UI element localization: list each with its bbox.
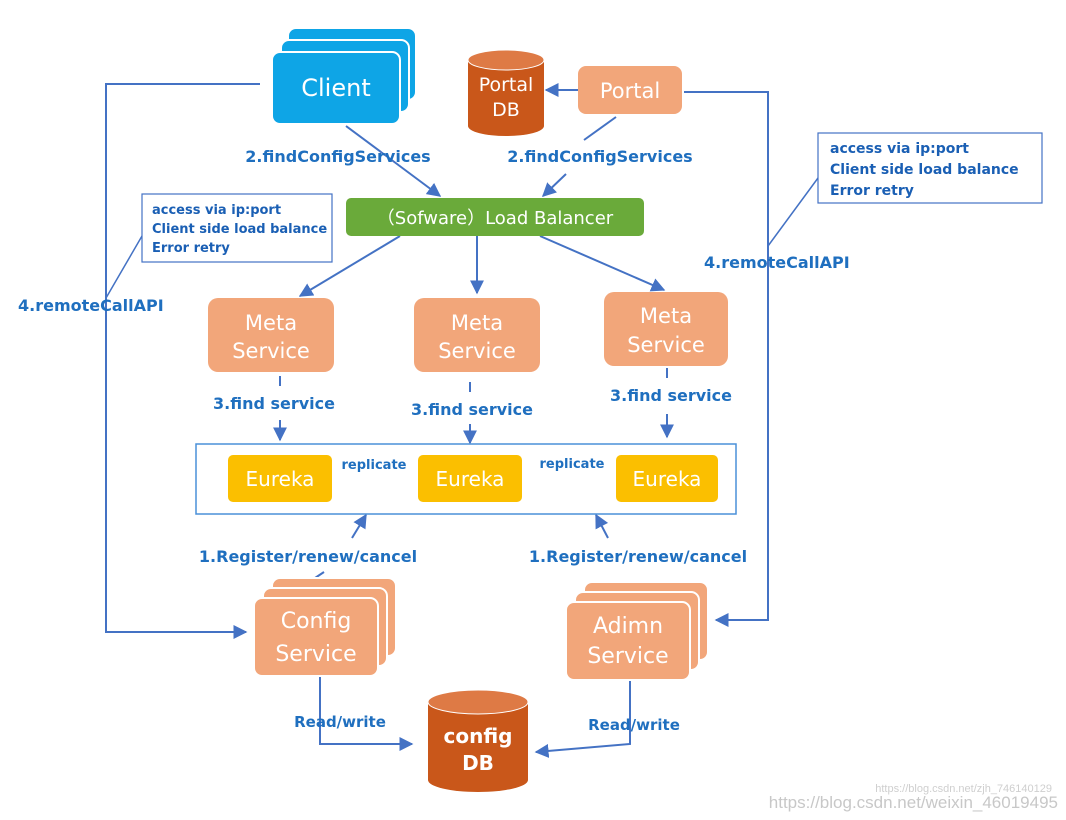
meta-center-label-2: Service — [438, 339, 516, 363]
edge-portal-to-lb-tail — [541, 173, 567, 197]
config-db-label-1: config — [444, 724, 513, 748]
admin-service-label-2: Service — [587, 644, 668, 669]
note-left-line-1: access via ip:port — [152, 203, 281, 218]
note-left: access via ip:port Client side load bala… — [141, 193, 333, 263]
edge-lb-to-meta-right — [539, 235, 666, 292]
portal-label: Portal — [600, 79, 660, 103]
note-connector-right — [767, 177, 819, 247]
meta-left-label-2: Service — [232, 339, 310, 363]
edge-lb-to-meta-left — [298, 235, 401, 297]
find-config-services-right: 2.findConfigServices — [507, 147, 692, 166]
admin-service-node: Adimn Service — [565, 581, 709, 681]
remote-call-left-label: 4.remoteCallAPI — [18, 296, 164, 315]
find-config-services-left: 2.findConfigServices — [245, 147, 430, 166]
replicate-left-label: replicate — [342, 458, 407, 473]
read-write-right-label: Read/write — [588, 716, 680, 734]
note-right-line-2: Client side load balance — [830, 162, 1019, 178]
eureka-left: Eureka — [228, 455, 332, 502]
note-right-line-3: Error retry — [830, 183, 914, 199]
config-service-label-2: Service — [275, 642, 356, 667]
client-node: Client — [271, 27, 417, 125]
eureka-right-label: Eureka — [633, 467, 702, 491]
meta-left-label-1: Meta — [245, 311, 297, 335]
meta-center-label-1: Meta — [451, 311, 503, 335]
meta-right-label-2: Service — [627, 333, 705, 357]
find-service-center: 3.find service — [411, 400, 533, 419]
replicate-right-label: replicate — [540, 457, 605, 472]
portal-db: Portal DB — [467, 49, 545, 136]
watermark-large: https://blog.csdn.net/weixin_46019495 — [769, 793, 1058, 812]
load-balancer-node: （Sofware）Load Balancer — [346, 198, 644, 236]
note-connector-left — [105, 235, 143, 299]
register-left-label: 1.Register/renew/cancel — [199, 547, 417, 566]
watermark-small: https://blog.csdn.net/zjh_746140129 — [875, 783, 1052, 795]
config-db: config DB — [427, 689, 529, 792]
eureka-center-label: Eureka — [436, 467, 505, 491]
edge-remote-call-left — [105, 83, 260, 639]
edge-remote-call-right — [684, 91, 769, 627]
meta-right-label-1: Meta — [640, 304, 692, 328]
config-db-label-2: DB — [462, 751, 494, 775]
note-left-line-2: Client side load balance — [152, 222, 327, 237]
admin-service-label-1: Adimn — [593, 614, 663, 639]
register-right-label: 1.Register/renew/cancel — [529, 547, 747, 566]
config-service-label-1: Config — [281, 609, 352, 634]
eureka-right: Eureka — [616, 455, 718, 502]
edge-readwrite-left — [319, 674, 414, 751]
meta-service-right: Meta Service — [604, 292, 728, 366]
edge-client-to-lb — [345, 125, 442, 197]
config-service-node: Config Service — [253, 577, 397, 677]
edge-register-right — [595, 513, 609, 539]
portal-db-label-2: DB — [492, 99, 520, 121]
find-service-right: 3.find service — [610, 386, 732, 405]
remote-call-right-label: 4.remoteCallAPI — [704, 253, 850, 272]
find-service-left: 3.find service — [213, 394, 335, 413]
note-right: access via ip:port Client side load bala… — [817, 132, 1043, 204]
note-left-line-3: Error retry — [152, 241, 230, 256]
edge-portal-to-lb — [583, 116, 617, 141]
client-label: Client — [301, 74, 370, 102]
eureka-center: Eureka — [418, 455, 522, 502]
meta-service-left: Meta Service — [208, 298, 334, 372]
load-balancer-label: （Sofware）Load Balancer — [377, 208, 614, 229]
read-write-left-label: Read/write — [294, 713, 386, 731]
eureka-left-label: Eureka — [246, 467, 315, 491]
portal-db-label-1: Portal — [479, 74, 534, 96]
portal-node: Portal — [578, 66, 682, 114]
meta-service-center: Meta Service — [414, 298, 540, 372]
edge-register-left — [351, 513, 367, 539]
note-right-line-1: access via ip:port — [830, 141, 969, 157]
edge-readwrite-right — [534, 680, 631, 758]
